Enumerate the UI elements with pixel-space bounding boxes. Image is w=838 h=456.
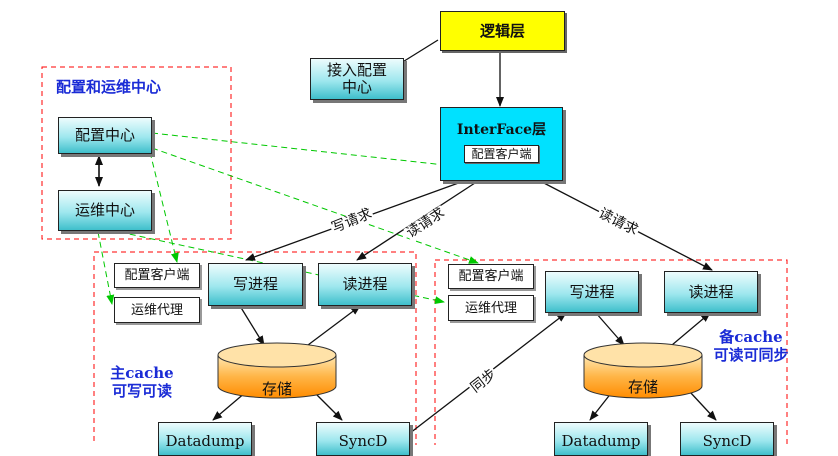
right-config-client-node: 配置客户端 <box>448 264 534 289</box>
interface-layer-node: InterFace层 配置客户端 <box>440 107 563 181</box>
right-ops-agent-node: 运维代理 <box>448 295 534 321</box>
right-storage-to-datadump-arrow <box>589 391 613 421</box>
right-write-to-storage-arrow <box>595 312 625 346</box>
right-read-process-node: 读进程 <box>664 271 758 313</box>
logic-layer-node: 逻辑层 <box>440 11 565 51</box>
right-datadump-node: Datadump <box>554 422 648 456</box>
config-ops-group-label: 配置和运维中心 <box>56 78 162 96</box>
ops-center-node: 运维中心 <box>58 190 152 231</box>
main-cache-label-line2: 可写可读 <box>111 382 172 400</box>
right-storage-label: 存储 <box>627 378 658 396</box>
left-storage-cylinder <box>217 342 337 399</box>
backup-cache-label-line2: 可读可同步 <box>713 346 789 364</box>
config-ops-group-border <box>41 66 232 240</box>
left-datadump-node: Datadump <box>158 422 252 456</box>
config-center-node: 配置中心 <box>58 117 152 154</box>
right-syncd-node: SyncD <box>680 422 774 456</box>
left-storage-to-syncd-arrow <box>313 391 343 421</box>
right-storage-to-syncd-arrow <box>689 391 717 421</box>
left-ops-agent-node: 运维代理 <box>114 297 200 323</box>
main-cache-label-line1: 主cache <box>110 364 174 382</box>
access-config-center-node: 接入配置 中心 <box>310 58 404 100</box>
right-write-process-node: 写进程 <box>545 271 639 313</box>
left-write-process-node: 写进程 <box>208 263 303 306</box>
right-storage-cylinder <box>583 342 703 399</box>
ops-to-left-agent-arrow <box>97 231 115 305</box>
config-to-right-client-arrow <box>151 147 479 264</box>
backup-cache-group-border <box>434 259 788 445</box>
backup-cache-label-line1: 备cache <box>719 328 783 346</box>
left-config-client-node: 配置客户端 <box>114 263 200 288</box>
left-syncd-node: SyncD <box>316 422 410 456</box>
left-write-to-storage-arrow <box>239 305 265 346</box>
interface-config-client: 配置客户端 <box>464 145 539 163</box>
interface-layer-title: InterFace层 <box>456 122 547 138</box>
right-storage-to-read-arrow <box>671 312 711 346</box>
left-storage-to-datadump-arrow <box>212 391 247 421</box>
left-read-process-node: 读进程 <box>318 263 412 306</box>
left-storage-label: 存储 <box>261 380 292 398</box>
left-storage-to-read-arrow <box>307 305 361 346</box>
config-to-interface-client-arrow <box>151 132 455 169</box>
config-to-left-client-arrow <box>149 151 179 263</box>
